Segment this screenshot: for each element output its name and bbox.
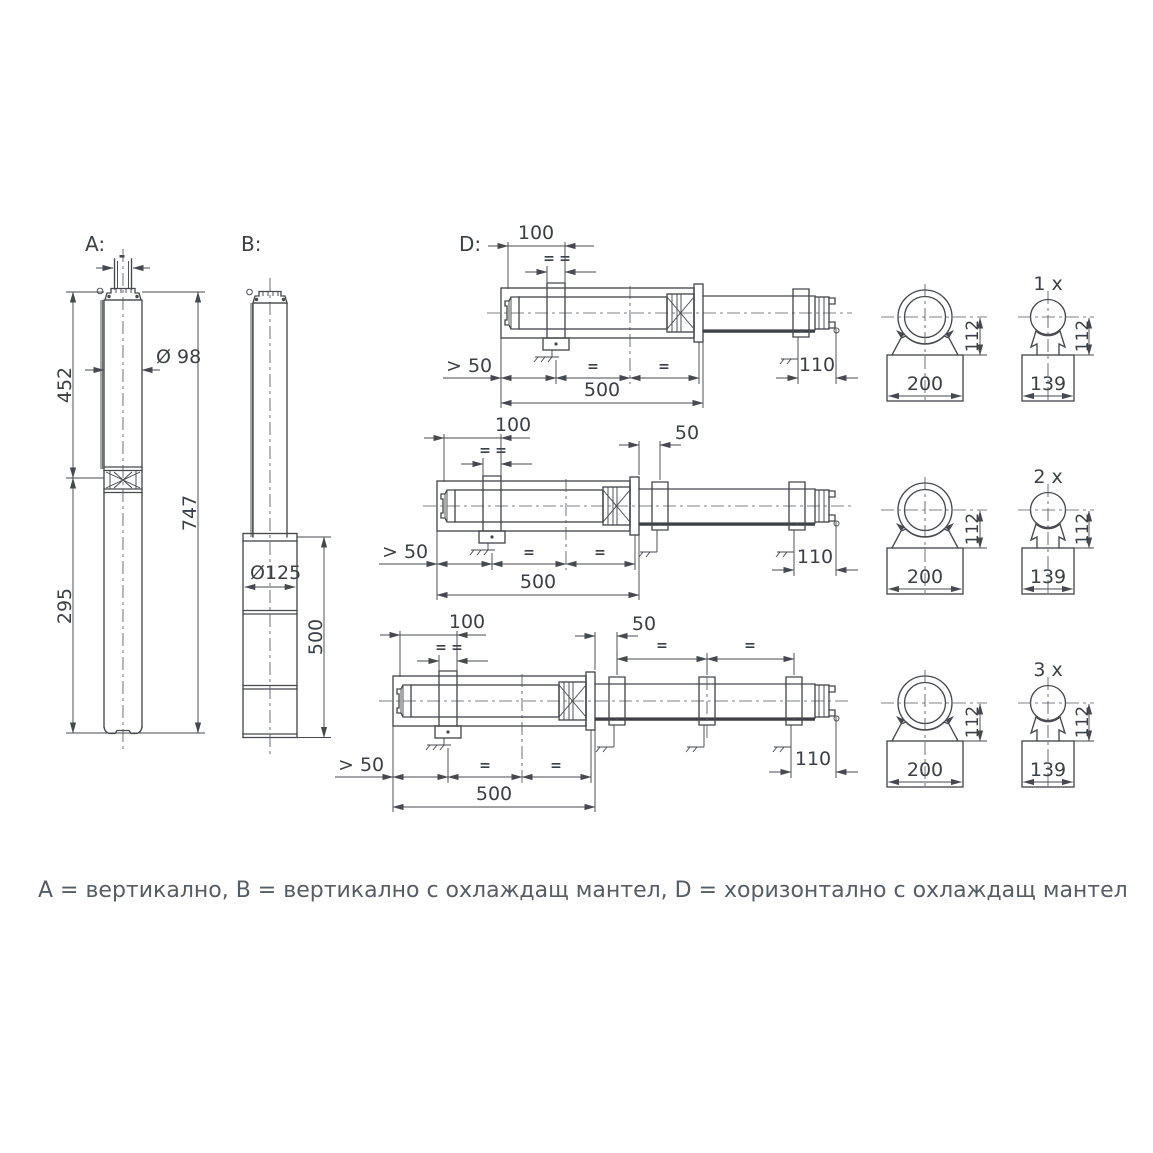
dim-112: 112: [1073, 513, 1093, 545]
dim-110-d3: 110: [795, 748, 831, 770]
clamp-count-1: 1 x: [1033, 273, 1062, 295]
dim-139: 139: [1030, 373, 1066, 395]
dim-diameter-125: Ø125: [250, 562, 301, 584]
clamp-sections-row-2: 200 112 2 x 139 112: [881, 466, 1094, 594]
clamp-sections-row-3: 200 112 3 x 139 112: [881, 659, 1094, 787]
pump-a-head: [96, 287, 142, 301]
dim-500-d2: 500: [520, 571, 556, 593]
dim-200: 200: [907, 566, 943, 588]
equal-mark: =: [658, 359, 670, 375]
equal-mark: =: [451, 640, 463, 656]
dim-500-b: 500: [305, 619, 327, 655]
dim-min50-d1: > 50: [446, 355, 492, 377]
view-b-label: B:: [241, 232, 261, 256]
dim-110-d2: 110: [797, 546, 833, 568]
dim-112: 112: [963, 513, 983, 545]
view-d-label: D:: [459, 232, 481, 256]
dim-min50-d3: > 50: [338, 754, 384, 776]
dim-139: 139: [1030, 759, 1066, 781]
view-d-row-2: 100 = = 50 > 50 = = 500 110: [379, 414, 858, 600]
view-a-label: A:: [85, 232, 105, 256]
equal-mark: =: [656, 638, 668, 654]
dim-50-d3: 50: [632, 613, 656, 635]
equal-mark: =: [523, 545, 535, 561]
equal-mark: =: [435, 640, 447, 656]
dim-112: 112: [1073, 320, 1093, 352]
dim-112: 112: [1073, 706, 1093, 738]
equal-mark: =: [744, 638, 756, 654]
dim-500-d3: 500: [476, 783, 512, 805]
view-a-vertical-pump: A: 452 295 747 Ø 98: [54, 232, 205, 753]
dim-452: 452: [54, 367, 76, 403]
view-d-row-1: D: 100 = = > 50 = = 500: [443, 222, 858, 408]
motor-d3: [594, 683, 816, 719]
dim-100-d3: 100: [449, 611, 485, 633]
clamp-sections-row-1: 200 112 1 x 139 112: [881, 273, 1094, 401]
equal-mark: =: [550, 758, 562, 774]
pump-b-body: [250, 302, 288, 538]
view-b-vertical-jacket-pump: B: Ø125 500: [241, 232, 331, 757]
legend-text: A = вертикално, B = вертикално с охлажда…: [38, 878, 1128, 903]
dim-139: 139: [1030, 566, 1066, 588]
pump-b-head: [246, 288, 288, 304]
equal-mark: =: [559, 251, 571, 267]
dim-200: 200: [907, 759, 943, 781]
dim-747: 747: [179, 495, 201, 531]
equal-mark: =: [587, 359, 599, 375]
dim-200: 200: [907, 373, 943, 395]
dim-500-d1: 500: [584, 379, 620, 401]
dim-diameter-98: Ø 98: [156, 346, 201, 368]
dim-100-d1: 100: [518, 222, 554, 244]
equal-mark: =: [594, 545, 606, 561]
equal-mark: =: [495, 443, 507, 459]
equal-mark: =: [479, 758, 491, 774]
dim-112: 112: [963, 320, 983, 352]
dim-110-d1: 110: [799, 354, 835, 376]
dim-112: 112: [963, 706, 983, 738]
clamp-count-2: 2 x: [1033, 466, 1062, 488]
tick-mark: [119, 255, 125, 258]
dim-295: 295: [54, 588, 76, 624]
pump-a-body: [100, 299, 143, 735]
dim-100-d2: 100: [495, 414, 531, 436]
motor-d1: [702, 295, 816, 331]
equal-mark: =: [543, 251, 555, 267]
clamp-count-3: 3 x: [1033, 659, 1062, 681]
dim-min50-d2: > 50: [382, 541, 428, 563]
view-d-row-3: 100 = = 50 = = > 50 = = 500 110: [335, 611, 858, 812]
equal-mark: =: [479, 443, 491, 459]
dim-50-d2: 50: [675, 422, 699, 444]
